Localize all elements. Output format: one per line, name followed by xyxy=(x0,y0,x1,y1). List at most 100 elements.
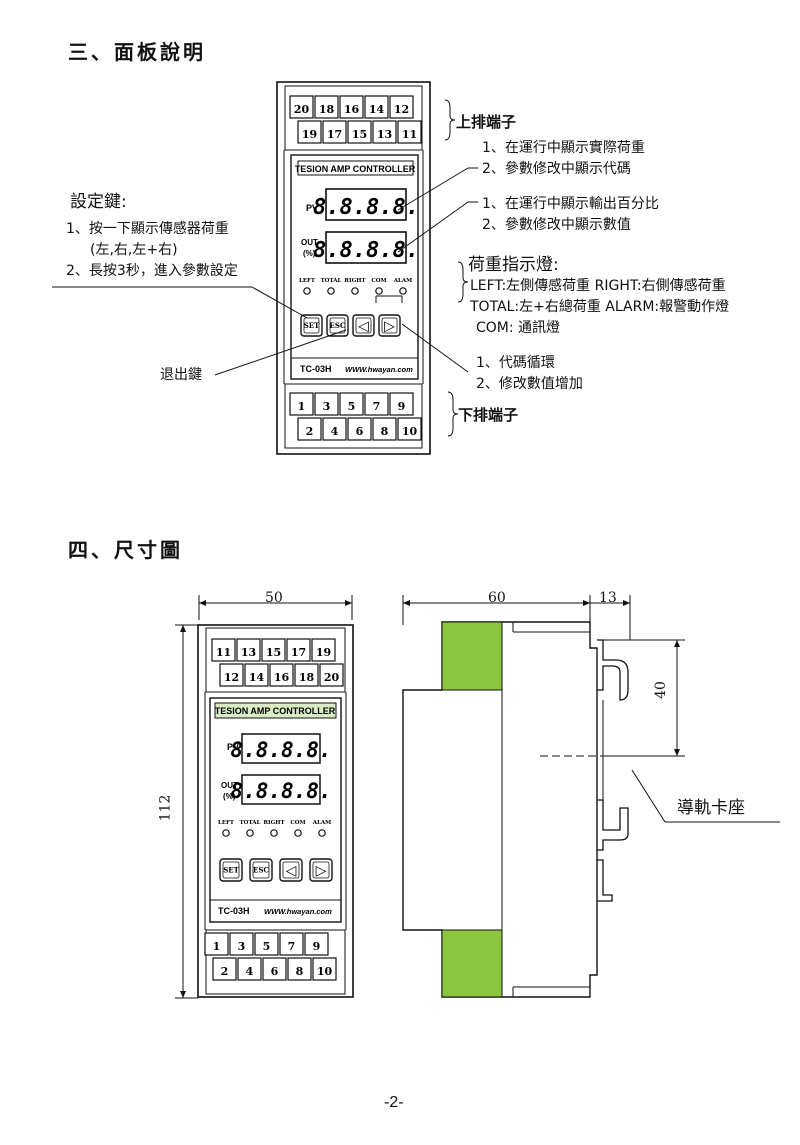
bottom-terminal-label: 2 xyxy=(306,425,314,438)
led-total: TOTAL xyxy=(321,278,342,295)
front-out-percent: (%) xyxy=(223,792,236,801)
front-top-terminal-12: 12 xyxy=(219,663,244,687)
website-label: WWW.hwayan.com xyxy=(345,365,413,374)
dim-rail-height: 40 xyxy=(652,681,669,699)
bottom-terminal-5: 5 xyxy=(339,392,364,416)
front-top-terminal-label: 18 xyxy=(299,671,315,684)
button-2[interactable]: ◁ xyxy=(352,314,375,337)
top-terminal-20: 20 xyxy=(289,95,314,119)
front-top-terminal-17: 17 xyxy=(286,638,311,662)
bottom-terminal-label: 7 xyxy=(373,400,381,413)
front-out-display: 8.8.8.8. xyxy=(230,779,331,803)
led-com: COM xyxy=(371,278,387,295)
top-terminal-11: 11 xyxy=(397,120,422,144)
led-label: COM xyxy=(290,820,305,826)
button-0[interactable]: SET xyxy=(219,858,243,882)
bottom-terminal-label: 9 xyxy=(398,400,406,413)
lower-terminal-label: 下排端子 xyxy=(458,406,519,424)
led-com: COM xyxy=(290,820,306,837)
button-0[interactable]: SET xyxy=(300,314,323,337)
model-label: TC-03H xyxy=(300,364,332,374)
bottom-terminal-label: 10 xyxy=(402,425,418,438)
bottom-terminal-2: 2 xyxy=(297,417,322,441)
top-terminal-label: 18 xyxy=(319,103,335,116)
front-model-label: TC-03H xyxy=(218,906,250,916)
set-desc-2: 2、長按3秒，進入參數設定 xyxy=(66,263,238,279)
out-display: 8.8.8.8. xyxy=(313,238,419,263)
dim-rail: 13 xyxy=(599,590,617,606)
top-terminal-label: 16 xyxy=(344,103,360,116)
button-label: SET xyxy=(223,866,239,875)
front-bottom-terminal-1: 1 xyxy=(204,932,229,956)
led-label: LEFT xyxy=(218,820,235,826)
front-top-terminal-label: 13 xyxy=(241,646,256,659)
bottom-terminal-label: 3 xyxy=(323,400,331,413)
set-desc-1: 1、按一下顯示傳感器荷重 xyxy=(66,221,229,237)
button-3[interactable]: ▷ xyxy=(309,858,333,882)
led-label: ALAM xyxy=(312,820,332,826)
bottom-terminal-6: 6 xyxy=(347,417,372,441)
front-top-terminal-15: 15 xyxy=(261,638,286,662)
front-bottom-terminal-label: 2 xyxy=(221,965,229,978)
bottom-terminal-9: 9 xyxy=(389,392,414,416)
front-top-terminal-label: 17 xyxy=(291,646,306,659)
bottom-terminal-1: 1 xyxy=(289,392,314,416)
arrow-desc-1: 1、代碼循環 xyxy=(476,355,555,371)
section-4-title: 四、尺寸圖 xyxy=(68,538,183,562)
top-terminal-18: 18 xyxy=(314,95,339,119)
button-2[interactable]: ◁ xyxy=(279,858,303,882)
led-label: TOTAL xyxy=(240,820,261,826)
bottom-terminal-3: 3 xyxy=(314,392,339,416)
top-terminal-16: 16 xyxy=(339,95,364,119)
front-bottom-terminal-3: 3 xyxy=(229,932,254,956)
led-label: TOTAL xyxy=(321,278,342,284)
bottom-terminal-label: 1 xyxy=(298,400,306,413)
top-terminal-label: 12 xyxy=(394,103,409,116)
button-label: ▷ xyxy=(384,319,395,335)
bottom-terminal-label: 6 xyxy=(356,425,364,438)
front-bottom-terminal-label: 3 xyxy=(238,940,246,953)
front-top-terminal-18: 18 xyxy=(294,663,319,687)
front-out-label: OUT xyxy=(221,781,238,790)
bottom-terminal-label: 4 xyxy=(331,425,339,438)
front-bottom-terminal-4: 4 xyxy=(237,957,262,981)
dim-height: 112 xyxy=(157,794,174,822)
out-percent-label: (%) xyxy=(303,249,316,258)
front-bottom-terminal-10: 10 xyxy=(312,957,337,981)
top-terminal-19: 19 xyxy=(297,120,322,144)
button-1[interactable]: ESC xyxy=(249,858,273,882)
top-terminal-15: 15 xyxy=(347,120,372,144)
button-3[interactable]: ▷ xyxy=(378,314,401,337)
front-bottom-terminal-label: 5 xyxy=(263,940,271,953)
load-indicator-title: 荷重指示燈: xyxy=(468,255,559,275)
section-3-title: 三、面板說明 xyxy=(68,40,206,64)
led-label: ALAM xyxy=(393,278,413,284)
top-terminal-12: 12 xyxy=(389,95,414,119)
load-desc-2: TOTAL:左+右總荷重 ALARM:報警動作燈 xyxy=(470,299,730,315)
front-bottom-terminal-label: 7 xyxy=(288,940,296,953)
front-top-terminal-label: 14 xyxy=(249,671,265,684)
front-bottom-terminal-label: 10 xyxy=(317,965,333,978)
set-key-title: 設定鍵: xyxy=(70,192,127,212)
bottom-terminal-label: 8 xyxy=(381,425,389,438)
led-label: COM xyxy=(371,278,386,284)
rail-mount-label: 導軌卡座 xyxy=(677,798,745,818)
front-bottom-terminal-label: 1 xyxy=(213,940,221,953)
front-top-terminal-16: 16 xyxy=(269,663,294,687)
top-terminal-14: 14 xyxy=(364,95,389,119)
front-bottom-terminal-label: 6 xyxy=(271,965,279,978)
front-top-terminal-label: 20 xyxy=(324,671,340,684)
front-bottom-terminal-5: 5 xyxy=(254,932,279,956)
front-bottom-terminal-7: 7 xyxy=(279,932,304,956)
upper-terminal-label: 上排端子 xyxy=(456,113,517,131)
bottom-terminal-label: 5 xyxy=(348,400,356,413)
dim-depth: 60 xyxy=(488,590,506,606)
top-terminal-17: 17 xyxy=(322,120,347,144)
button-label: ESC xyxy=(330,321,346,330)
led-alam: ALAM xyxy=(312,820,332,837)
front-bottom-terminal-label: 4 xyxy=(246,965,254,978)
bottom-terminal-4: 4 xyxy=(322,417,347,441)
top-terminal-label: 15 xyxy=(352,128,367,141)
top-terminal-label: 11 xyxy=(402,128,417,141)
top-terminal-label: 19 xyxy=(302,128,317,141)
